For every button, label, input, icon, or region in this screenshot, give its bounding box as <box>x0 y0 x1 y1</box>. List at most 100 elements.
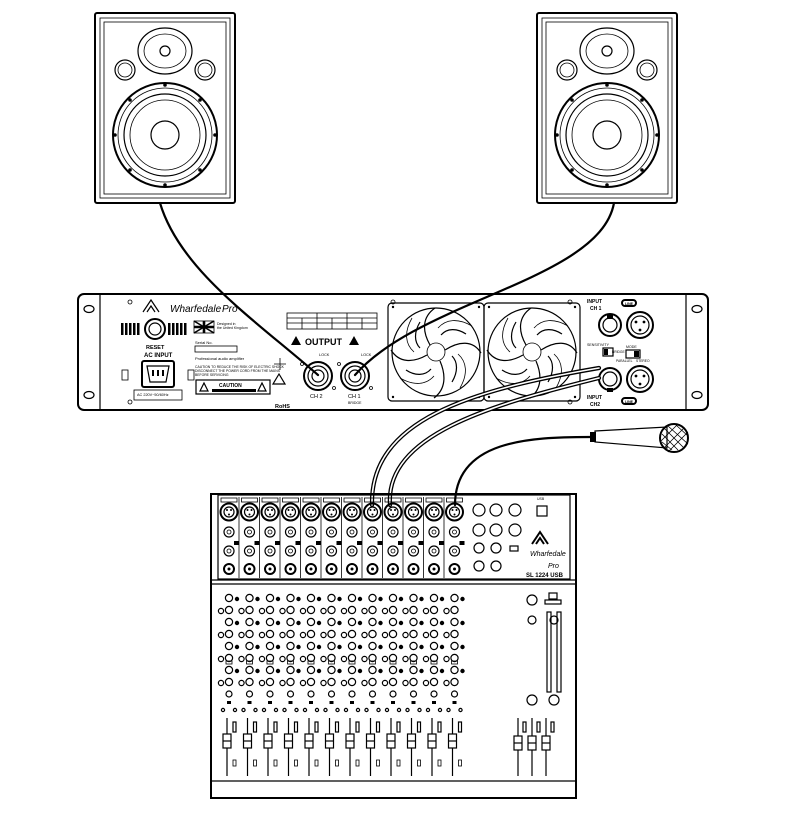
mixer-knob[interactable] <box>224 605 234 615</box>
mixer-knob[interactable] <box>265 665 275 675</box>
mixer-group-fader[interactable] <box>541 718 555 776</box>
mixer-knob[interactable] <box>306 629 316 639</box>
mixer-knob[interactable] <box>429 665 439 675</box>
mixer-channel-fader[interactable] <box>304 718 319 776</box>
ch1-jack-input[interactable] <box>598 313 622 337</box>
mixer-gain-knob[interactable] <box>448 563 461 575</box>
mixer-insert-jack[interactable] <box>346 545 358 557</box>
mixer-knob[interactable] <box>306 617 316 627</box>
mixer-knob[interactable] <box>450 629 459 639</box>
mixer-knob[interactable] <box>286 605 295 615</box>
mixer-xlr-input[interactable] <box>322 502 341 522</box>
mixer-knob[interactable] <box>429 653 439 663</box>
mixer-knob[interactable] <box>286 677 295 687</box>
mixer-knob[interactable] <box>245 617 254 627</box>
mixer-knob[interactable] <box>388 665 398 675</box>
mixer-knob[interactable] <box>265 653 275 663</box>
mixer-gain-knob[interactable] <box>325 563 338 575</box>
mixer-knob[interactable] <box>368 617 377 627</box>
mixer-knob[interactable] <box>265 605 275 615</box>
mixer-knob[interactable] <box>429 617 439 627</box>
mixer-knob[interactable] <box>450 641 459 651</box>
mixer-jack-input[interactable] <box>346 526 358 538</box>
mixer-knob[interactable] <box>265 629 275 639</box>
mixer-knob[interactable] <box>347 653 357 663</box>
reset-button[interactable] <box>144 318 166 340</box>
mixer-knob[interactable] <box>245 641 254 651</box>
mixer-gain-knob[interactable] <box>223 563 235 575</box>
mixer-knob[interactable] <box>368 677 377 687</box>
mixer-knob[interactable] <box>306 653 316 663</box>
mixer-knob[interactable] <box>450 653 459 663</box>
mixer-knob[interactable] <box>224 617 234 627</box>
ch2-jack-input[interactable] <box>598 367 622 392</box>
mixer-knob[interactable] <box>347 641 357 651</box>
mixer-xlr-input[interactable] <box>404 502 423 522</box>
mixer-knob[interactable] <box>286 641 295 651</box>
mixer-knob[interactable] <box>224 593 234 603</box>
mixer-jack-input[interactable] <box>284 526 297 538</box>
mixer-knob[interactable] <box>265 617 275 627</box>
mixer-insert-jack[interactable] <box>243 545 256 557</box>
mixer-knob[interactable] <box>224 629 234 639</box>
mixer-knob[interactable] <box>409 605 418 615</box>
mixer-xlr-input[interactable] <box>219 502 239 522</box>
mixer-knob[interactable] <box>388 605 398 615</box>
mixer-knob[interactable] <box>450 665 459 675</box>
mixer-knob[interactable] <box>327 617 336 627</box>
mixer-knob[interactable] <box>245 593 254 603</box>
mixer-jack-input[interactable] <box>243 526 256 538</box>
mixer-channel-fader[interactable] <box>283 718 299 776</box>
mixer-knob[interactable] <box>265 641 275 651</box>
sensitivity-switch[interactable] <box>602 347 614 357</box>
mixer-knob[interactable] <box>327 629 336 639</box>
mixer-knob[interactable] <box>224 653 234 663</box>
mixer-knob[interactable] <box>409 665 418 675</box>
mixer-channel-fader[interactable] <box>263 718 278 776</box>
mixer-knob[interactable] <box>306 641 316 651</box>
mixer-knob[interactable] <box>450 605 459 615</box>
mixer-channel-fader[interactable] <box>222 718 237 776</box>
mixer-channel-fader[interactable] <box>406 718 422 776</box>
mixer-xlr-input[interactable] <box>240 502 259 522</box>
mixer-knob[interactable] <box>368 605 377 615</box>
mixer-knob[interactable] <box>368 629 377 639</box>
mixer-knob[interactable] <box>347 617 357 627</box>
mixer-knob[interactable] <box>286 665 295 675</box>
mixer-knob[interactable] <box>245 605 254 615</box>
mixer-knob[interactable] <box>224 641 234 651</box>
mixer-gain-knob[interactable] <box>366 563 379 575</box>
mixer-gain-knob[interactable] <box>387 563 399 575</box>
mixer-knob[interactable] <box>327 653 336 663</box>
mixer-insert-jack[interactable] <box>428 545 440 557</box>
mixer-knob[interactable] <box>450 593 459 603</box>
mixer-knob[interactable] <box>224 677 234 687</box>
mixer-gain-knob[interactable] <box>264 563 276 575</box>
mixer-knob[interactable] <box>245 629 254 639</box>
ch1-xlr-input[interactable] <box>626 311 654 339</box>
mixer-knob[interactable] <box>409 593 418 603</box>
mixer-knob[interactable] <box>286 653 295 663</box>
mixer-insert-jack[interactable] <box>264 545 276 557</box>
mixer-xlr-input[interactable] <box>383 502 403 522</box>
ch2-speakon-output[interactable] <box>300 361 336 391</box>
mixer-channel-fader[interactable] <box>324 718 340 776</box>
mixer-knob[interactable] <box>450 677 459 687</box>
mixer-knob[interactable] <box>429 629 439 639</box>
mixer-knob[interactable] <box>429 605 439 615</box>
mixer-knob[interactable] <box>368 641 377 651</box>
mixer-knob[interactable] <box>347 605 357 615</box>
mixer-xlr-input[interactable] <box>363 502 382 522</box>
mixer-knob[interactable] <box>388 641 398 651</box>
mixer-xlr-input[interactable] <box>281 502 300 522</box>
mixer-gain-knob[interactable] <box>284 563 297 575</box>
mixer-channel-fader[interactable] <box>386 718 401 776</box>
mixer-knob[interactable] <box>347 593 357 603</box>
mixer-jack-input[interactable] <box>264 526 276 538</box>
mixer-knob[interactable] <box>388 617 398 627</box>
mixer-jack-input[interactable] <box>305 526 317 538</box>
mixer-jack-input[interactable] <box>448 526 461 538</box>
mixer-knob[interactable] <box>245 653 254 663</box>
mixer-knob[interactable] <box>327 665 336 675</box>
mixer-knob[interactable] <box>286 593 295 603</box>
